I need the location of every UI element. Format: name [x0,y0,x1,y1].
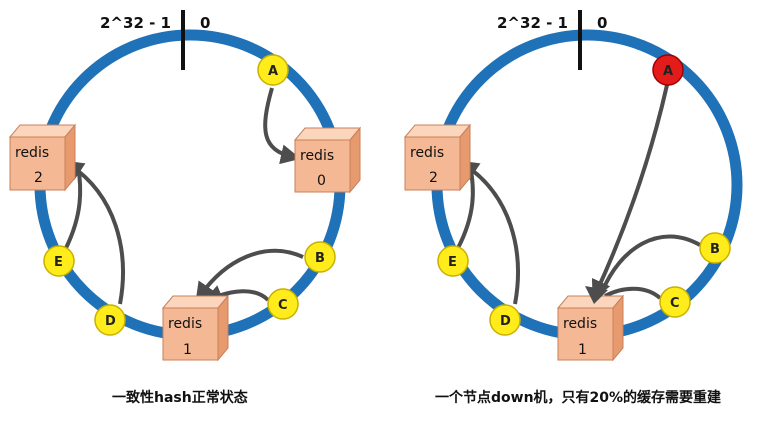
svg-text:C: C [670,296,680,311]
right-diagram: 2^32 - 1 0 redis 2 redis 1 A [403,10,743,406]
left-arrow-d-to-redis2 [63,160,125,305]
left-node-a: A [257,54,289,86]
svg-text:B: B [710,242,720,257]
right-node-a-down: A [652,54,684,86]
svg-text:B: B [315,251,325,266]
right-arrow-a-to-redis1 [591,84,669,301]
right-node-b: B [699,232,731,264]
right-arrow-b-to-redis1 [600,234,701,293]
right-node-d: D [489,304,521,336]
left-arrow-e-to-redis2 [64,164,83,249]
left-redis1-name: redis [168,316,202,332]
right-redis2-id: 2 [429,170,438,186]
svg-text:D: D [105,314,116,329]
left-label-max: 2^32 - 1 [100,14,171,32]
right-arrowhead-redis1 [585,286,608,304]
right-label-max: 2^32 - 1 [497,14,568,32]
left-redis0-name: redis [300,148,334,164]
left-node-b: B [304,241,336,273]
left-arrow-a-to-redis0 [263,87,301,165]
left-redis1-server: redis 1 [161,294,230,362]
left-arrow-b-to-redis1 [195,248,304,303]
right-node-c: C [659,286,691,318]
left-redis1-id: 1 [183,342,192,358]
left-caption: 一致性hash正常状态 [112,389,248,406]
right-redis1-id: 1 [578,342,587,358]
left-redis2-id: 2 [34,170,43,186]
left-node-d: D [94,304,126,336]
left-redis0-server: redis 0 [293,126,362,194]
svg-text:D: D [500,314,511,329]
right-arrow-c-to-redis1 [604,286,662,300]
left-diagram: 2^32 - 1 0 redis 2 redis 0 re [8,10,362,406]
left-node-e: E [43,245,75,277]
right-label-zero: 0 [597,14,607,32]
left-node-c: C [267,288,299,320]
right-caption: 一个节点down机，只有20%的缓存需要重建 [435,389,721,406]
svg-text:E: E [54,255,63,270]
right-arrow-e-to-redis2 [456,164,475,249]
right-redis1-server: redis 1 [556,294,625,362]
svg-text:C: C [278,298,288,313]
svg-text:E: E [448,255,457,270]
right-arrow-d-to-redis2 [458,160,520,305]
svg-text:A: A [268,64,278,79]
svg-text:A: A [663,64,673,79]
left-redis0-id: 0 [317,173,326,189]
right-redis1-name: redis [563,316,597,332]
left-label-zero: 0 [200,14,210,32]
right-redis2-name: redis [410,145,444,161]
left-redis2-name: redis [15,145,49,161]
left-redis2-server: redis 2 [8,123,77,192]
right-node-e: E [437,245,469,277]
right-redis2-server: redis 2 [403,123,472,192]
